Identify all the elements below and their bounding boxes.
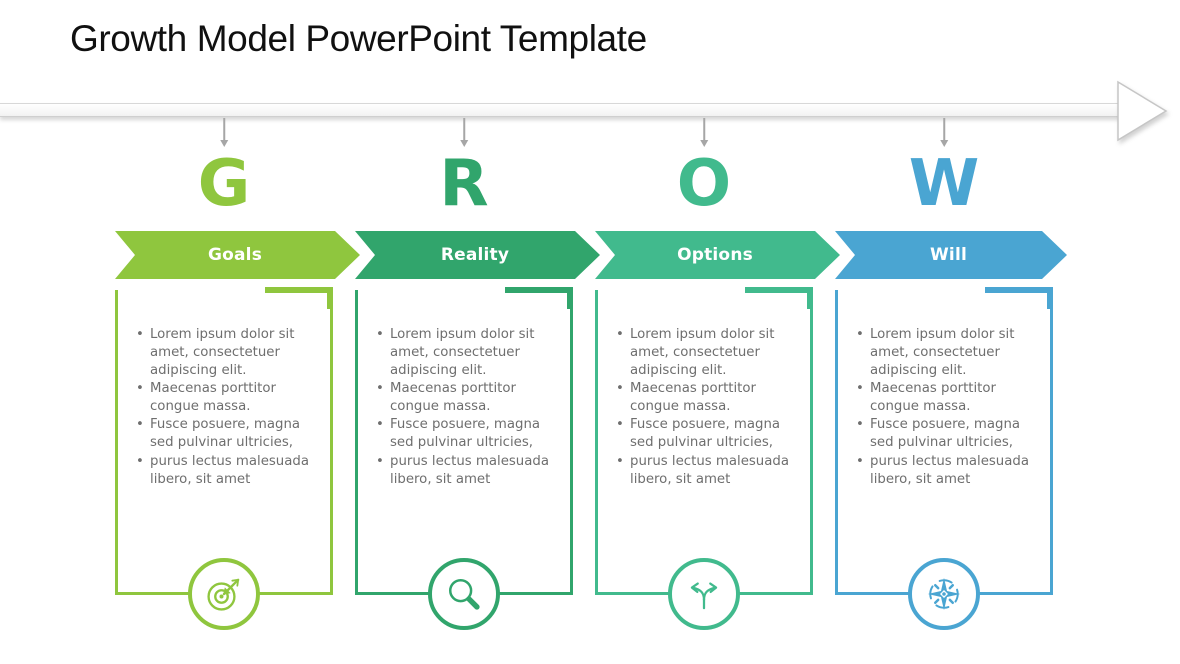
connector-arrow-icon xyxy=(943,118,945,140)
column-letter: W xyxy=(908,147,980,221)
bullet-item: Fusce posuere, magna sed pulvinar ultric… xyxy=(616,416,804,452)
banner-label: Goals xyxy=(207,245,263,265)
column-letter: R xyxy=(439,147,489,221)
column-goals: G Goals Lorem ipsum dolor sit amet, cons… xyxy=(115,0,333,664)
column-letter: G xyxy=(197,147,251,221)
bullet-item: purus lectus malesuada libero, sit amet xyxy=(616,453,804,489)
connector-arrow-icon xyxy=(463,118,465,140)
content-box-goals: Lorem ipsum dolor sit amet, consectetuer… xyxy=(115,287,333,630)
corner-bracket xyxy=(745,287,813,309)
banner-label: Will xyxy=(929,245,968,265)
bullet-list: Lorem ipsum dolor sit amet, consectetuer… xyxy=(852,326,1044,489)
banner-label: Reality xyxy=(440,245,510,265)
icon-badge-reality xyxy=(428,558,500,630)
chevron-banner-options: Options xyxy=(595,231,840,279)
bullet-item: Fusce posuere, magna sed pulvinar ultric… xyxy=(136,416,324,452)
page-title: Growth Model PowerPoint Template xyxy=(70,18,647,59)
bullet-item: Maecenas porttitor congue massa. xyxy=(856,380,1044,416)
search-icon xyxy=(449,579,480,610)
chevron-banner-will: Will xyxy=(835,231,1067,279)
column-letter: O xyxy=(676,147,732,221)
bullet-item: Lorem ipsum dolor sit amet, consectetuer… xyxy=(136,326,324,380)
icon-badge-will xyxy=(908,558,980,630)
icon-badge-options xyxy=(668,558,740,630)
bullet-item: purus lectus malesuada libero, sit amet xyxy=(136,453,324,489)
column-options: O Options Lorem ipsum dolor sit amet, co… xyxy=(595,0,813,664)
bullet-list: Lorem ipsum dolor sit amet, consectetuer… xyxy=(372,326,564,489)
chevron-banner-goals: Goals xyxy=(115,231,360,279)
content-box-will: Lorem ipsum dolor sit amet, consectetuer… xyxy=(835,287,1053,630)
content-box-reality: Lorem ipsum dolor sit amet, consectetuer… xyxy=(355,287,573,630)
bullet-list: Lorem ipsum dolor sit amet, consectetuer… xyxy=(132,326,324,489)
bullet-item: Lorem ipsum dolor sit amet, consectetuer… xyxy=(856,326,1044,380)
content-box-options: Lorem ipsum dolor sit amet, consectetuer… xyxy=(595,287,813,630)
timeline-arrowhead-icon xyxy=(1117,80,1168,142)
bullet-item: Lorem ipsum dolor sit amet, consectetuer… xyxy=(376,326,564,380)
bullet-item: Fusce posuere, magna sed pulvinar ultric… xyxy=(856,416,1044,452)
connector-arrow-icon xyxy=(223,118,225,140)
corner-bracket xyxy=(265,287,333,309)
target-icon xyxy=(207,578,240,611)
bullet-item: Fusce posuere, magna sed pulvinar ultric… xyxy=(376,416,564,452)
bullet-item: purus lectus malesuada libero, sit amet xyxy=(376,453,564,489)
connector-arrow-icon xyxy=(703,118,705,140)
timeline-arrow-line xyxy=(0,103,1122,117)
column-reality: R Reality Lorem ipsum dolor sit amet, co… xyxy=(355,0,573,664)
bullet-item: Maecenas porttitor congue massa. xyxy=(136,380,324,416)
compass-icon xyxy=(927,577,961,611)
corner-bracket xyxy=(985,287,1053,309)
icon-badge-goals xyxy=(188,558,260,630)
bullet-item: purus lectus malesuada libero, sit amet xyxy=(856,453,1044,489)
bullet-item: Maecenas porttitor congue massa. xyxy=(376,380,564,416)
bullet-item: Maecenas porttitor congue massa. xyxy=(616,380,804,416)
fork-arrows-icon xyxy=(690,582,718,610)
bullet-list: Lorem ipsum dolor sit amet, consectetuer… xyxy=(612,326,804,489)
column-will: W Will Lorem ipsum dolor sit amet, conse… xyxy=(835,0,1053,664)
bullet-item: Lorem ipsum dolor sit amet, consectetuer… xyxy=(616,326,804,380)
corner-bracket xyxy=(505,287,573,309)
banner-label: Options xyxy=(677,245,753,265)
chevron-banner-reality: Reality xyxy=(355,231,600,279)
